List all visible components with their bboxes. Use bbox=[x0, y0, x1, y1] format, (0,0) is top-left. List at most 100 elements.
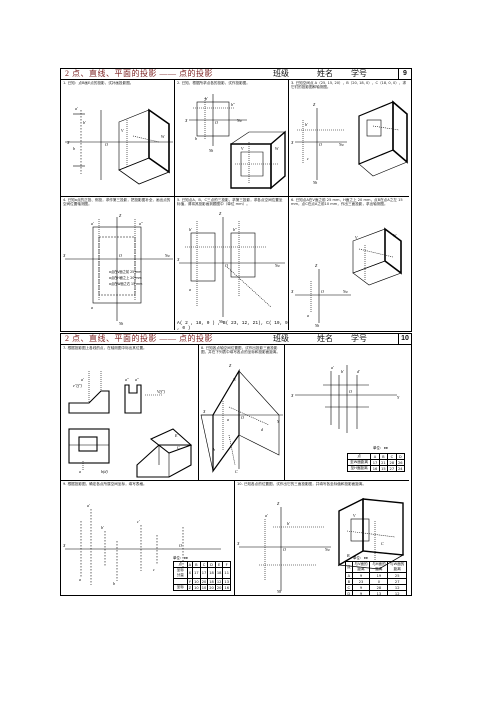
svg-text:X: X bbox=[236, 541, 240, 546]
svg-text:a": a" bbox=[125, 377, 129, 382]
exercise-4: 4. 已知a点的正投、侧投，求作第三投影，把投影图补全，画出点的空间位置轴测图。… bbox=[61, 197, 175, 330]
exercise-9-table: 点 A B C D E F 坐标分量 X 17 17 18 18 11 Y 10 bbox=[173, 561, 231, 591]
svg-text:c: c bbox=[307, 156, 309, 161]
table-cell: 10 bbox=[199, 584, 209, 591]
svg-text:Yh: Yh bbox=[313, 180, 317, 185]
svg-text:a': a' bbox=[265, 513, 268, 518]
svg-text:C: C bbox=[381, 541, 384, 546]
table-cell: 20 bbox=[214, 584, 224, 591]
svg-text:a: a bbox=[79, 577, 81, 582]
exercise-8-text: 8. 已知各点轴空间位置图，试作出投影三面投影图，并在下列表中填写各点的坐标和投… bbox=[201, 346, 281, 355]
exercise-10-table: 点 与V面的距离 与H面的距离 与W面的距离 A 9 19 25 B 23 0 … bbox=[345, 561, 407, 595]
svg-text:b': b' bbox=[101, 525, 104, 530]
table-cell: 20 bbox=[207, 584, 216, 591]
exercise-7: 7. 根据投影图上各线的点，在轴测图中标出其位置。 a'e"(f") a"a"V… bbox=[61, 345, 199, 481]
svg-text:b(d): b(d) bbox=[101, 469, 108, 474]
svg-text:Z: Z bbox=[119, 213, 122, 218]
svg-text:X: X bbox=[184, 118, 188, 123]
svg-text:Yh: Yh bbox=[209, 148, 213, 153]
legend-h-text: a点在H面之上 20 mm bbox=[109, 275, 142, 280]
exercise-6: 6. 已知点A在V面之前 25 mm，H面之上 20 mm，点B在点A之左 15… bbox=[289, 197, 409, 330]
unit-label-10: 单位: mm bbox=[353, 557, 368, 561]
svg-text:a: a bbox=[189, 287, 191, 292]
svg-text:Yh: Yh bbox=[119, 321, 123, 326]
svg-text:b: b bbox=[213, 447, 215, 452]
svg-text:b": b" bbox=[233, 227, 237, 232]
table-cell: D bbox=[345, 590, 353, 595]
exercise-5-text: 5. 已知点A、B、C三点的三投影，求第三投影，求各点空间位置坐标值，请将其投影… bbox=[177, 198, 283, 207]
svg-text:a": a" bbox=[135, 377, 139, 382]
exercise-5: 5. 已知点A、B、C三点的三投影，求第三投影，求各点空间位置坐标值，请将其投影… bbox=[175, 197, 289, 330]
svg-text:X: X bbox=[62, 543, 66, 548]
table-cell: 18 bbox=[214, 567, 224, 579]
table-cell: 13 bbox=[369, 590, 389, 595]
table-cell: 27 bbox=[387, 465, 397, 472]
svg-text:O: O bbox=[283, 547, 286, 552]
svg-text:O: O bbox=[225, 263, 228, 268]
svg-text:Y: Y bbox=[277, 419, 280, 424]
svg-text:a: a bbox=[91, 305, 93, 310]
svg-text:V(f"): V(f") bbox=[157, 389, 166, 394]
table-cell: 24 bbox=[395, 465, 406, 472]
page-title: 2 点、直线、平面的投影 —— 点的投影 bbox=[65, 334, 213, 343]
exercise-9-text: 9. 根据投影图，确定各点所属空间坐标，填写表格。 bbox=[63, 482, 147, 486]
table-cell: 18 bbox=[207, 567, 216, 579]
exercise-8-drawing: ZBX OYd aCb bbox=[200, 363, 283, 474]
legend-v-text: a点在V面之前 25 mm bbox=[109, 269, 141, 274]
svg-text:a": a" bbox=[139, 221, 143, 226]
exercise-8-projection: XOY a'b'd' bbox=[290, 365, 400, 433]
table-cell: 17 bbox=[192, 567, 201, 579]
svg-text:O: O bbox=[119, 253, 122, 258]
exercise-6-text: 6. 已知点A在V面之前 25 mm，H面之上 20 mm，点B在点A之左 15… bbox=[291, 198, 403, 207]
exercise-8-table: 点 A B C D 至W面距离 17 21 28 26 至H面距离 16 15 … bbox=[346, 453, 406, 472]
svg-text:Yw: Yw bbox=[343, 289, 348, 294]
svg-text:a': a' bbox=[75, 106, 78, 111]
page-header: 2 点、直线、平面的投影 —— 点的投影 班级 姓名 学号 10 bbox=[61, 334, 411, 345]
table-cell: 16 bbox=[222, 584, 231, 591]
table-cell: 15 bbox=[378, 465, 389, 472]
svg-text:Z: Z bbox=[229, 363, 232, 368]
table-header-row: 点 A B C D E F bbox=[173, 561, 231, 568]
table-row: 至H面距离 16 15 27 24 bbox=[346, 465, 406, 472]
table-cell: 10 bbox=[192, 584, 201, 591]
svg-text:a: a bbox=[79, 469, 81, 474]
worksheet-page-10: 2 点、直线、平面的投影 —— 点的投影 班级 姓名 学号 10 7. 根据投影… bbox=[60, 333, 412, 596]
svg-text:X: X bbox=[62, 253, 66, 258]
svg-text:O: O bbox=[241, 415, 244, 420]
table-header-cell: 与W面的距离 bbox=[387, 561, 407, 573]
svg-text:a: a bbox=[227, 417, 229, 422]
exercise-8-drawing-cell: 8. 已知各点轴空间位置图，试作出投影三面投影图，并在下列表中填写各点的坐标和投… bbox=[199, 345, 285, 481]
svg-text:Yw: Yw bbox=[165, 253, 170, 258]
svg-text:c: c bbox=[153, 567, 155, 572]
table-row: Y 10 20 18 12 13 bbox=[173, 578, 231, 585]
svg-text:Z: Z bbox=[313, 102, 316, 107]
exercise-2-text: 2. 已知，根据所求点各的投影，试作投影图。 bbox=[177, 81, 250, 85]
svg-text:O: O bbox=[321, 289, 324, 294]
svg-text:B: B bbox=[347, 553, 350, 558]
exercise-7-text: 7. 根据投影图上各线的点，在轴测图中标出其位置。 bbox=[63, 346, 147, 350]
svg-text:E: E bbox=[174, 433, 178, 438]
table-header-cell: 点 bbox=[345, 561, 353, 573]
svg-text:Yh: Yh bbox=[219, 319, 223, 324]
exercise-10-text: 10. 已知各点的位置图，试作出它的三面投影图，并填写各坐标值和投影面距离。 bbox=[237, 482, 367, 486]
table-cell: 16 bbox=[370, 465, 380, 472]
page-header: 2 点、直线、平面的投影 —— 点的投影 班级 姓名 学号 9 bbox=[61, 69, 411, 80]
svg-text:b": b" bbox=[231, 102, 235, 107]
table-row: 坐标 Z 10 10 20 20 16 bbox=[173, 584, 231, 591]
svg-text:O: O bbox=[349, 389, 352, 394]
svg-text:b': b' bbox=[189, 227, 192, 232]
unit-label-8: 单位: mm bbox=[373, 447, 388, 451]
svg-text:b': b' bbox=[83, 120, 86, 125]
worksheet-page-9: 2 点、直线、平面的投影 —— 点的投影 班级 姓名 学号 9 1. 已知：点B… bbox=[60, 68, 412, 332]
svg-text:d': d' bbox=[357, 369, 360, 374]
svg-text:b': b' bbox=[305, 122, 308, 127]
svg-text:Z: Z bbox=[315, 263, 318, 268]
